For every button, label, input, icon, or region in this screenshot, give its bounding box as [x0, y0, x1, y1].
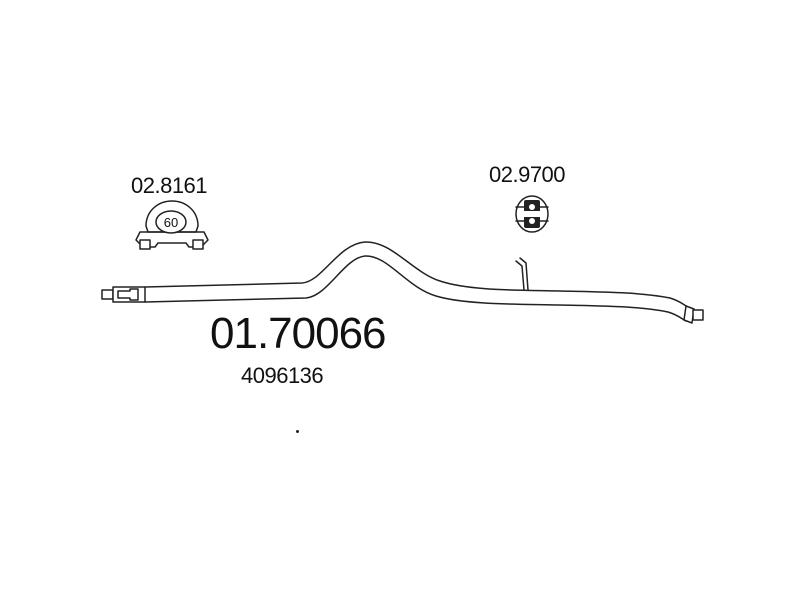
pipe-right-tip — [692, 309, 704, 321]
pipe-right-end — [683, 305, 695, 324]
rubber-mount-icon — [515, 195, 549, 233]
mount-reference-label: 02.9700 — [489, 162, 566, 187]
stray-dot — [296, 430, 299, 433]
mount-upper-hole — [529, 204, 535, 210]
oe-number-label: 4096136 — [241, 363, 324, 388]
exhaust-pipe-icon — [101, 241, 704, 324]
pipe-top-edge — [144, 241, 689, 308]
pipe-coupling-slot — [117, 288, 139, 301]
pipe-hanger-rod-inner — [515, 260, 525, 291]
clamp-size-label: 60 — [164, 215, 178, 230]
part-number-title: 01.70066 — [210, 309, 387, 358]
pipe-clamp-icon: 60 — [135, 200, 209, 250]
clamp-reference-label: 02.8161 — [131, 173, 208, 198]
mount-slot — [518, 211, 546, 217]
pipe-left-tip — [101, 289, 114, 300]
clamp-right-nut — [192, 239, 204, 250]
clamp-left-nut — [139, 239, 151, 250]
pipe-hanger-rod-outer — [519, 257, 529, 291]
pipe-bottom-edge — [144, 255, 687, 322]
clamp-size-badge — [155, 210, 187, 234]
mount-lower-hole — [529, 218, 535, 224]
